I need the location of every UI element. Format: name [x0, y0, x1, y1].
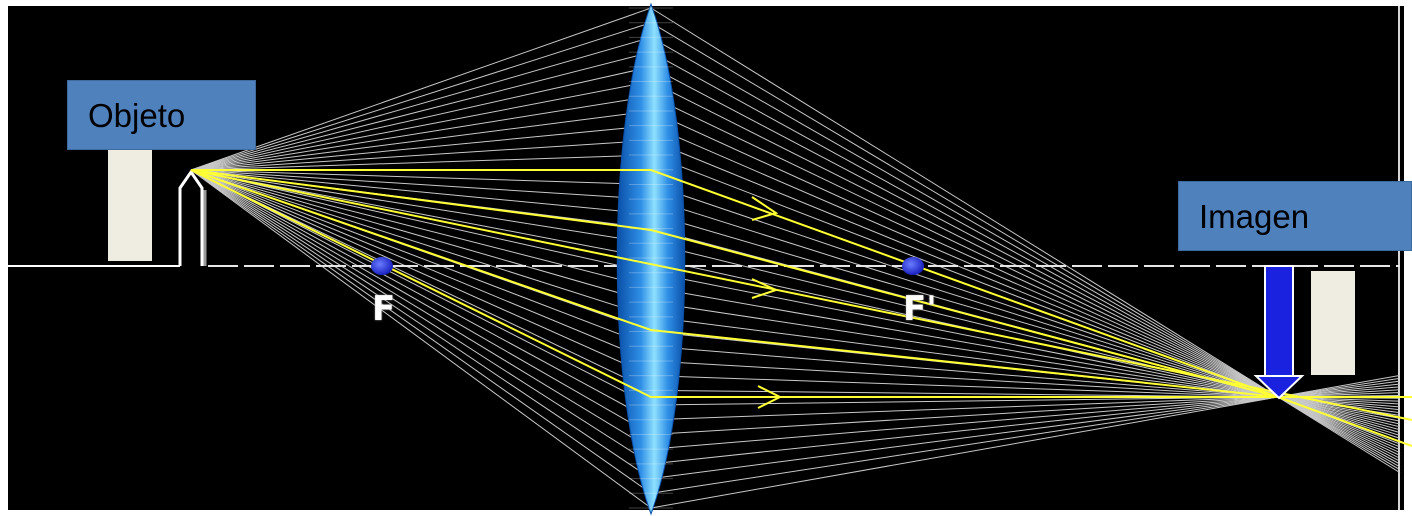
parallel-ray [191, 169, 1412, 447]
incident-ray [190, 169, 652, 274]
incident-ray [190, 169, 652, 303]
incident-ray [190, 169, 652, 215]
converging-lens-icon [616, 2, 686, 516]
incident-ray [190, 169, 652, 259]
incident-ray [190, 169, 652, 450]
incident-ray [190, 7, 652, 171]
image-marker-rect [1311, 271, 1355, 375]
incident-ray [190, 36, 652, 171]
incident-ray [190, 169, 652, 377]
incident-ray [190, 169, 652, 509]
incident-ray [190, 66, 652, 171]
ray-arrow-3-icon [757, 385, 783, 409]
focal-label-back: F' [903, 289, 937, 329]
incident-ray [190, 95, 652, 171]
focal-point-back [902, 257, 924, 275]
scroll-edge [1398, 6, 1400, 510]
lower-edge-ray [190, 169, 1279, 398]
incident-ray [190, 169, 652, 288]
light-ray-bundle [190, 7, 1401, 509]
image-label-box: Imagen [1178, 181, 1412, 251]
lens-ray-crossings [629, 7, 673, 509]
incident-ray [190, 169, 652, 185]
incident-ray [190, 169, 652, 435]
incident-ray [190, 169, 652, 421]
incident-ray [190, 169, 652, 244]
focal-label-front: F [372, 289, 396, 329]
object-label-box: Objeto [67, 80, 256, 150]
incident-ray [190, 51, 652, 171]
ray-arrow-2-icon [751, 278, 779, 299]
incident-ray [190, 169, 652, 347]
image-label: Imagen [1199, 197, 1310, 235]
ray-direction-arrows [751, 196, 783, 409]
incident-ray [190, 169, 652, 200]
incident-ray [190, 169, 652, 406]
incident-ray [190, 169, 652, 494]
incident-ray [190, 169, 652, 465]
incident-ray [190, 169, 652, 318]
image-arrow-icon [1253, 265, 1305, 400]
principal-rays [190, 169, 1412, 447]
incident-ray [190, 110, 652, 171]
object-label: Objeto [88, 96, 186, 134]
incident-ray [190, 169, 652, 480]
incident-ray [190, 154, 652, 171]
object-marker-rect [108, 150, 152, 261]
object-arrow-icon [178, 169, 204, 266]
incident-ray [190, 125, 652, 171]
incident-ray [190, 139, 652, 171]
ray-arrow-1-icon [751, 196, 779, 221]
focal-point-front [371, 257, 393, 275]
incident-ray [190, 22, 652, 171]
focal-ray [190, 169, 1412, 398]
incident-ray [190, 169, 652, 362]
incident-ray [190, 81, 652, 171]
upper-edge-ray [190, 169, 1279, 398]
